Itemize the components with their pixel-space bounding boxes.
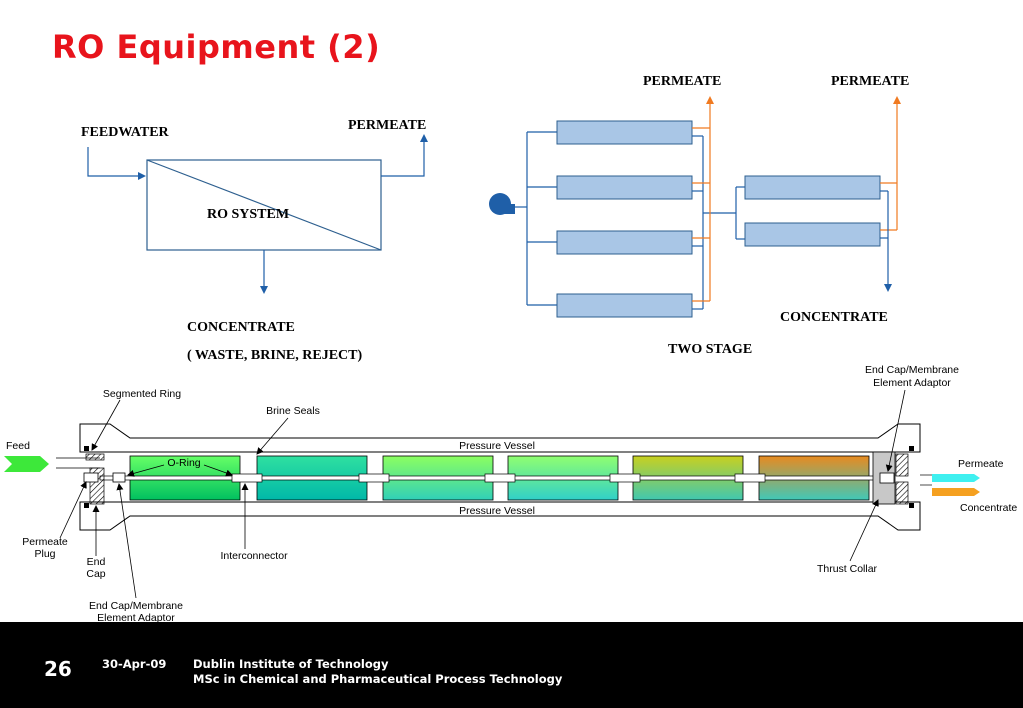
thrust-collar-label: Thrust Collar bbox=[817, 563, 878, 575]
footer-date: 30-Apr-09 bbox=[102, 657, 167, 671]
stage1-vessel-2 bbox=[556, 175, 693, 200]
end-cap-adaptor-left-label-2: Element Adaptor bbox=[97, 612, 175, 622]
two-stage-permeate-label-1: PERMEATE bbox=[643, 74, 721, 89]
permeate-plug-label-2: Plug bbox=[34, 548, 55, 560]
interconnector-3 bbox=[484, 473, 516, 483]
ro-system-label: RO SYSTEM bbox=[207, 207, 289, 222]
end-cap-adaptor-right bbox=[879, 472, 895, 484]
interconnector-2 bbox=[358, 473, 390, 483]
feedwater-arrow bbox=[87, 147, 146, 180]
interconnector-5 bbox=[734, 473, 766, 483]
permeate-out-label: Permeate bbox=[958, 458, 1004, 470]
two-stage-permeate-label-2: PERMEATE bbox=[831, 74, 909, 89]
end-cap-adaptor-right-label-1: End Cap/Membrane bbox=[865, 364, 959, 376]
interconnector-label: Interconnector bbox=[220, 550, 288, 562]
end-cap-right bbox=[895, 453, 909, 477]
two-stage-diagram: PERMEATE PERMEATE bbox=[489, 74, 909, 357]
end-cap-adaptor-right-label-2: Element Adaptor bbox=[873, 377, 951, 389]
page-number: 26 bbox=[44, 657, 72, 681]
two-stage-concentrate-label: CONCENTRATE bbox=[780, 310, 888, 325]
stage1-vessel-3 bbox=[556, 230, 693, 255]
footer-institution: Dublin Institute of Technology bbox=[193, 657, 389, 671]
end-cap-adaptor-left bbox=[112, 472, 126, 483]
o-ring-label: O-Ring bbox=[167, 457, 200, 469]
interconnector-4 bbox=[609, 473, 641, 483]
end-cap-label-2: Cap bbox=[86, 568, 105, 580]
ro-system-diagram: FEEDWATER PERMEATE RO SYSTEM CONCENTRATE… bbox=[81, 118, 428, 363]
ro-permeate-label: PERMEATE bbox=[348, 118, 426, 133]
brine-seals-label: Brine Seals bbox=[266, 405, 320, 417]
slide-footer: 26 30-Apr-09 Dublin Institute of Technol… bbox=[0, 622, 1023, 708]
vessel-label-bottom: Pressure Vessel bbox=[459, 505, 535, 517]
permeate-out-arrow bbox=[932, 474, 980, 482]
end-cap-adaptor-left-label-1: End Cap/Membrane bbox=[89, 600, 183, 612]
concentrate-out-arrow bbox=[932, 488, 980, 496]
footer-course: MSc in Chemical and Pharmaceutical Proce… bbox=[193, 672, 563, 686]
interconnector-1 bbox=[231, 473, 263, 483]
end-cap-label-1: End bbox=[87, 556, 106, 568]
ro-membrane-line bbox=[146, 159, 382, 251]
slide-title: RO Equipment (2) bbox=[52, 28, 381, 66]
feed-arrow bbox=[4, 456, 49, 472]
stage2-vessel-1 bbox=[744, 175, 881, 200]
segmented-ring-left bbox=[85, 453, 105, 461]
ro-concentrate-label: CONCENTRATE bbox=[187, 320, 295, 335]
ro-concentrate-note: ( WASTE, BRINE, REJECT) bbox=[187, 348, 363, 363]
pump-icon bbox=[489, 193, 515, 215]
concentrate-out-label: Concentrate bbox=[960, 502, 1017, 514]
ro-permeate-arrow bbox=[381, 134, 428, 177]
feed-label: Feed bbox=[6, 440, 30, 452]
footer-institution-block: Dublin Institute of Technology MSc in Ch… bbox=[193, 657, 562, 687]
slide-diagrams: FEEDWATER PERMEATE RO SYSTEM CONCENTRATE… bbox=[4, 74, 1017, 622]
two-stage-caption: TWO STAGE bbox=[668, 342, 752, 357]
pressure-vessel-diagram: Pressure Vessel Pressure Vessel bbox=[4, 364, 1017, 622]
stage2-vessel-2 bbox=[744, 222, 881, 247]
stage1-vessel-1 bbox=[556, 120, 693, 145]
permeate-plug bbox=[83, 472, 99, 483]
segmented-ring-label: Segmented Ring bbox=[103, 388, 181, 400]
vessel-wall-bottom bbox=[79, 501, 921, 531]
vessel-label-top: Pressure Vessel bbox=[459, 440, 535, 452]
feedwater-label: FEEDWATER bbox=[81, 125, 170, 140]
permeate-plug-label-1: Permeate bbox=[22, 536, 68, 548]
stage1-vessel-4 bbox=[556, 293, 693, 318]
